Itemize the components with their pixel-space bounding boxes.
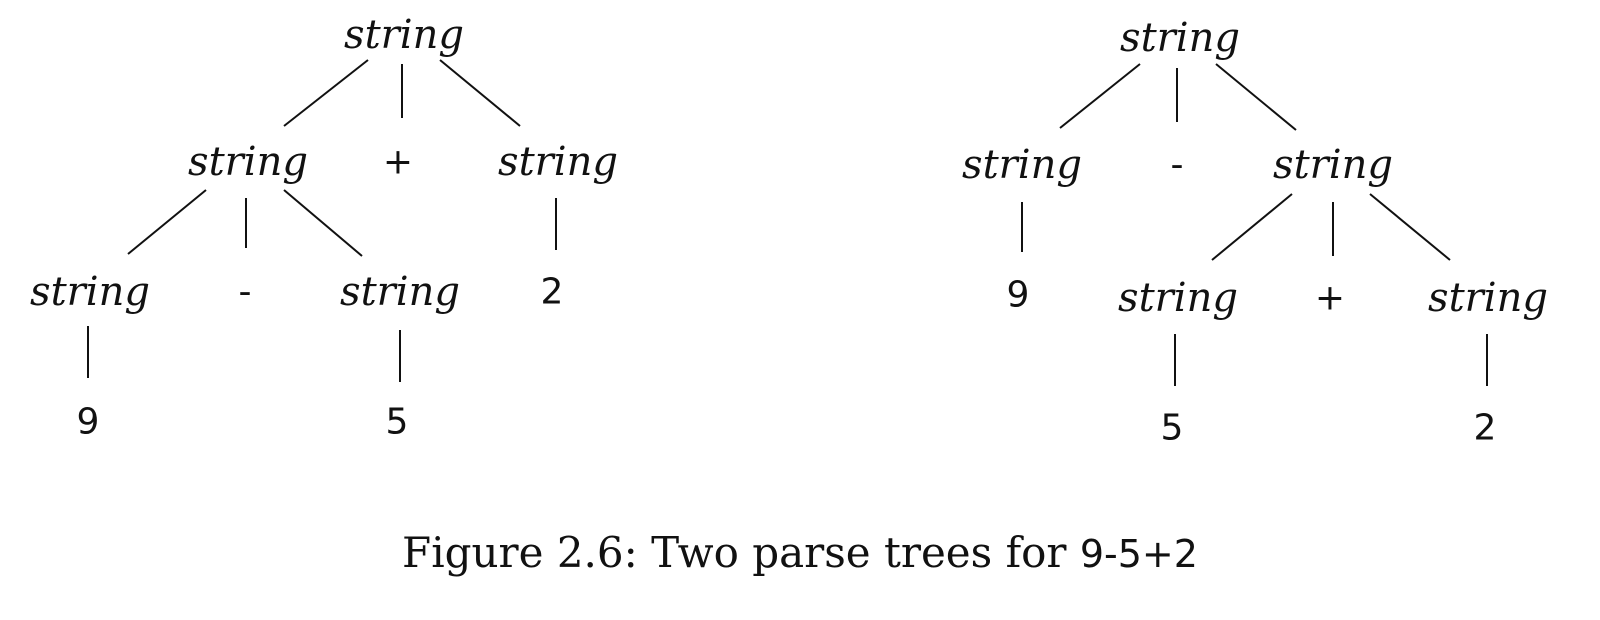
nonterminal-node-r: string	[1120, 15, 1240, 61]
edge-b-d	[1369, 193, 1451, 261]
edge-a-c	[127, 189, 207, 255]
terminal-node-t5: 5	[1161, 408, 1184, 449]
right-parse-tree: string string - string 9 string + string 5 2	[962, 15, 1548, 449]
nonterminal-node-b: string	[498, 139, 618, 185]
nonterminal-node-r: string	[344, 12, 464, 58]
nonterminal-node-d: string	[340, 269, 460, 315]
terminal-node-op1: +	[383, 142, 413, 183]
nonterminal-node-b: string	[1273, 142, 1393, 188]
terminal-node-op2: +	[1315, 278, 1345, 319]
terminal-node-t2: 2	[541, 272, 564, 313]
nonterminal-node-a: string	[188, 139, 308, 185]
figure-caption: Figure 2.6: Two parse trees for 9-5+2	[0, 528, 1600, 577]
edge-r-a	[1059, 63, 1141, 129]
terminal-node-t9: 9	[77, 402, 100, 443]
edge-r-a	[283, 59, 369, 127]
nonterminal-node-d: string	[1428, 275, 1548, 321]
nonterminal-node-c: string	[30, 269, 150, 315]
edge-r-b	[1215, 63, 1297, 131]
edge-a-d	[283, 189, 363, 257]
caption-expression: 9-5+2	[1079, 532, 1198, 576]
edge-r-b	[439, 59, 521, 127]
left-parse-tree: string string + string string - string 2 9 5	[30, 12, 618, 443]
nonterminal-node-c: string	[1118, 275, 1238, 321]
terminal-node-t9: 9	[1007, 275, 1030, 316]
terminal-node-op2: -	[239, 272, 252, 313]
terminal-node-t2: 2	[1474, 408, 1497, 449]
terminal-node-t5: 5	[386, 402, 409, 443]
caption-prefix: Figure 2.6: Two parse trees for	[402, 528, 1080, 577]
edge-b-c	[1211, 193, 1293, 261]
nonterminal-node-a: string	[962, 142, 1082, 188]
terminal-node-op1: -	[1171, 145, 1184, 186]
